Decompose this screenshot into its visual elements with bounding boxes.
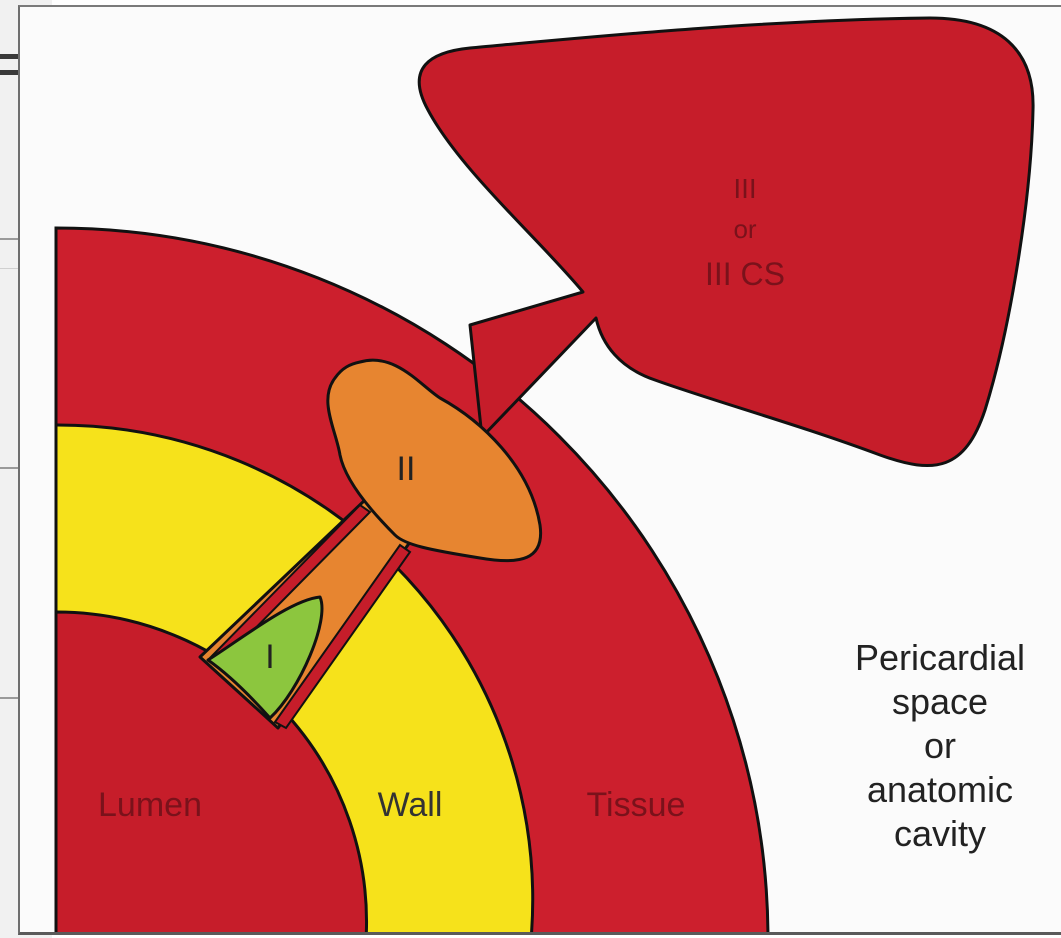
tissue-label: Tissue bbox=[587, 786, 686, 824]
type-three-label-line2: or bbox=[733, 214, 756, 244]
space-label-line4: anatomic bbox=[867, 769, 1013, 810]
type-three-label-line3: III CS bbox=[705, 256, 785, 292]
type-one-label: I bbox=[265, 638, 274, 676]
perforation-diagram: Lumen Wall Tissue I II III or III CS Per… bbox=[20, 7, 1061, 932]
space-label-line2: space bbox=[892, 681, 988, 722]
lumen-label: Lumen bbox=[98, 786, 202, 824]
space-label-line1: Pericardial bbox=[855, 637, 1025, 678]
space-label-line3: or bbox=[924, 725, 956, 766]
diagram-frame: Lumen Wall Tissue I II III or III CS Per… bbox=[18, 5, 1061, 935]
type-two-label: II bbox=[397, 450, 416, 488]
space-label-line5: cavity bbox=[894, 813, 986, 854]
type-three-label-line1: III bbox=[733, 173, 756, 204]
wall-label: Wall bbox=[378, 786, 443, 824]
type-three-perforation bbox=[419, 18, 1033, 466]
